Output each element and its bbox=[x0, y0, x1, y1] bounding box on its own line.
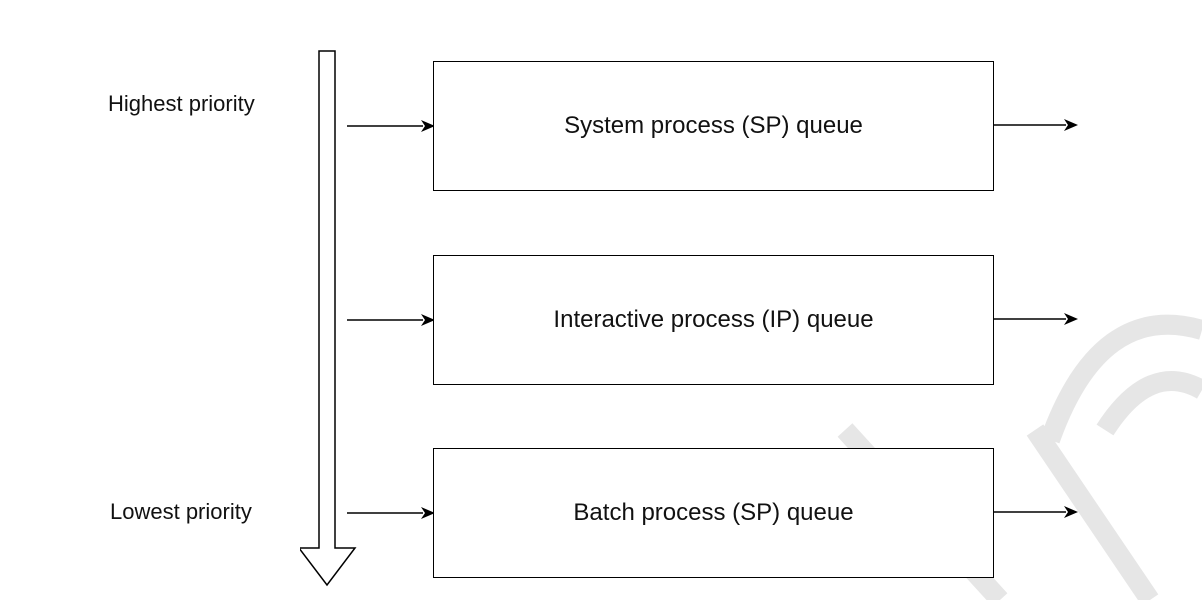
lowest-priority-label: Lowest priority bbox=[110, 499, 252, 524]
interactive-process-queue-label: Interactive process (IP) queue bbox=[553, 306, 874, 333]
system-process-queue: System process (SP) queue bbox=[433, 61, 994, 191]
dequeue-arrow-interactive bbox=[994, 313, 1078, 325]
batch-process-queue: Batch process (SP) queue bbox=[433, 448, 994, 578]
interactive-process-queue: Interactive process (IP) queue bbox=[433, 255, 994, 385]
batch-process-queue-label: Batch process (SP) queue bbox=[573, 499, 854, 526]
enqueue-arrow-system bbox=[347, 120, 435, 132]
dequeue-arrow-system bbox=[994, 119, 1078, 131]
highest-priority-label: Highest priority bbox=[108, 91, 255, 116]
system-process-queue-label: System process (SP) queue bbox=[564, 112, 863, 139]
enqueue-arrow-interactive bbox=[347, 314, 435, 326]
dequeue-arrow-batch bbox=[994, 506, 1078, 518]
enqueue-arrow-batch bbox=[347, 507, 435, 519]
priority-scale-arrow bbox=[300, 50, 357, 587]
